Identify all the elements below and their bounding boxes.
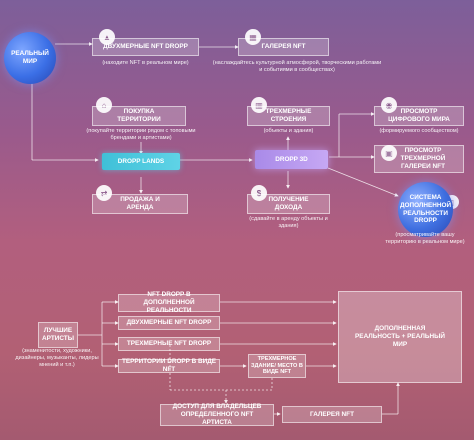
nft-2d-box: ДВУХМЕРНЫЕ NFT DROPP (92, 38, 199, 56)
bottom-nft-2d-box: ДВУХМЕРНЫЕ NFT DROPP (118, 316, 220, 330)
view-digital-label: ПРОСМОТР ЦИФРОВОГО МИРА (388, 108, 450, 123)
nft-ar-label: NFT DROPP В ДОПОЛНЕННОЙ РЕАЛЬНОСТИ (143, 291, 195, 314)
view-3d-gallery-box: ПРОСМОТР ТРЕХМЕРНОЙ ГАЛЕРЕИ NFT (374, 145, 464, 173)
sale-rent-box: ПРОДАЖА И АРЕНДА (92, 194, 188, 214)
best-artists-box: ЛУЧШИЕ АРТИСТЫ (38, 322, 78, 348)
ar-world-box: ДОПОЛНЕННАЯ РЕАЛЬНОСТЬ + РЕАЛЬНЫЙ МИР (338, 291, 462, 383)
income-label: ПОЛУЧЕНИЕ ДОХОДА (268, 196, 309, 211)
bottom-nft-2d-label: ДВУХМЕРНЫЕ NFT DROPP (126, 319, 212, 327)
income-icon: $ (251, 185, 267, 201)
bottom-nft-3d-box: ТРЕХМЕРНЫЕ NFT DROPP (118, 337, 220, 351)
building-nft-label: ТРЕХМЕРНОЕ ЗДАНИЕ/ МЕСТО В ВИДЕ NFT (251, 355, 303, 376)
dropp-3d-box: DROPP 3D (255, 150, 328, 169)
best-artists-label: ЛУЧШИЕ АРТИСТЫ (42, 327, 74, 342)
access-box: ДОСТУП ДЛЯ ВЛАДЕЛЬЦЕВ ОПРЕДЕЛЕННОГО NFT … (160, 403, 274, 426)
bottom-nft-3d-label: ТРЕХМЕРНЫЕ NFT DROPP (126, 340, 212, 348)
gallery-label: ГАЛЕРЕЯ NFT (261, 43, 306, 51)
objects-3d-label: ТРЕХМЕРНЫЕ СТРОЕНИЯ (265, 108, 312, 123)
nft-2d-label: ДВУХМЕРНЫЕ NFT DROPP (103, 43, 188, 51)
view-digital-caption: (формируемого сообществом) (379, 128, 459, 134)
bottom-gallery-box: ГАЛЕРЕЯ NFT (282, 406, 382, 423)
ar-world-label: ДОПОЛНЕННАЯ РЕАЛЬНОСТЬ + РЕАЛЬНЫЙ МИР (355, 325, 445, 348)
territories-nft-label: ТЕРРИТОРИИ DROPP В ВИДЕ NFT (121, 358, 217, 373)
sale-rent-label: ПРОДАЖА И АРЕНДА (120, 196, 160, 211)
nft-ar-box: NFT DROPP В ДОПОЛНЕННОЙ РЕАЛЬНОСТИ (118, 291, 220, 314)
objects-3d-caption: (объекты и здания) (263, 128, 314, 134)
real-world-label: РЕАЛЬНЫЙ МИР (11, 50, 49, 65)
gallery-box: ГАЛЕРЕЯ NFT (238, 38, 329, 56)
objects-3d-box: ТРЕХМЕРНЫЕ СТРОЕНИЯ (247, 106, 330, 126)
building-nft-box: ТРЕХМЕРНОЕ ЗДАНИЕ/ МЕСТО В ВИДЕ NFT (248, 354, 306, 378)
buy-land-box: ПОКУПКА ТЕРРИТОРИИ (92, 106, 186, 126)
ar-system-globe: СИСТЕМА ДОПОЛНЕННОЙ РЕАЛЬНОСТИ DROPP (398, 182, 453, 237)
ar-system-label: СИСТЕМА ДОПОЛНЕННОЙ РЕАЛЬНОСТИ DROPP (399, 194, 452, 225)
gallery-caption: (наслаждайтесь культурной атмосферой, тв… (212, 60, 382, 73)
land-icon: ⌂ (96, 97, 112, 113)
income-box: ПОЛУЧЕНИЕ ДОХОДА (247, 194, 330, 214)
income-caption: (сдавайте в аренду объекты и здания) (249, 216, 328, 229)
dropp-lands-label: DROPP LANDS (117, 157, 165, 165)
best-artists-caption: (знаменитости, художники, дизайнеры, муз… (15, 348, 99, 368)
ar-system-caption: (просматривайте вашу территорию в реальн… (385, 232, 465, 245)
buy-land-label: ПОКУПКА ТЕРРИТОРИИ (117, 108, 161, 123)
dropp-lands-box: DROPP LANDS (102, 153, 180, 170)
access-label: ДОСТУП ДЛЯ ВЛАДЕЛЬЦЕВ ОПРЕДЕЛЕННОГО NFT … (172, 403, 262, 426)
eye-icon: ◉ (381, 97, 397, 113)
view-digital-box: ПРОСМОТР ЦИФРОВОГО МИРА (374, 106, 464, 126)
sale-icon: ⇄ (96, 185, 112, 201)
view-3d-gallery-label: ПРОСМОТР ТРЕХМЕРНОЙ ГАЛЕРЕИ NFT (400, 147, 446, 170)
gallery-view-icon: ▣ (381, 145, 397, 161)
building-icon: ▥ (251, 97, 267, 113)
real-world-globe: РЕАЛЬНЫЙ МИР (4, 32, 56, 84)
nft-2d-caption: (находите NFT в реальном мире) (102, 60, 189, 66)
nft-icon: ▲ (99, 29, 115, 45)
territories-nft-box: ТЕРРИТОРИИ DROPP В ВИДЕ NFT (118, 358, 220, 373)
dropp-3d-label: DROPP 3D (275, 155, 308, 163)
bottom-gallery-label: ГАЛЕРЕЯ NFT (310, 410, 354, 418)
buy-land-caption: (покупайте территории рядом с топовыми б… (86, 128, 196, 141)
gallery-icon: ▦ (245, 29, 261, 45)
